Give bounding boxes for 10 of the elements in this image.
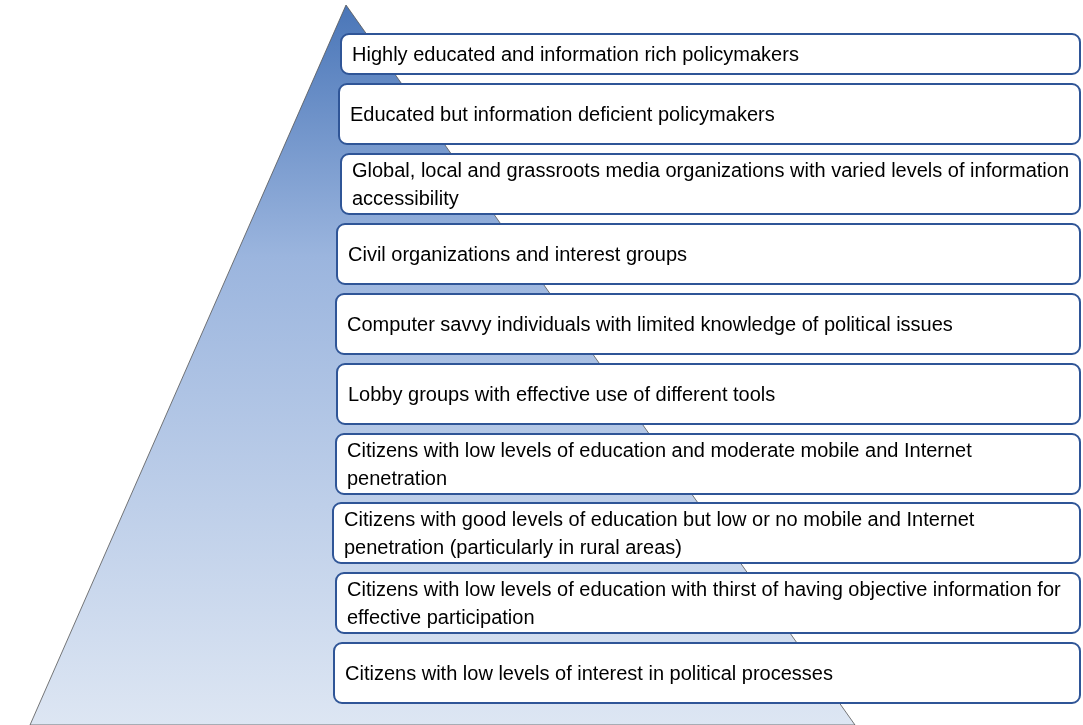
level-box: Educated but information deficient policymakers <box>338 83 1081 145</box>
level-box: Global, local and grassroots media organizations with varied levels of information accessibility <box>340 153 1081 215</box>
level-box: Civil organizations and interest groups <box>336 223 1081 285</box>
level-box: Lobby groups with effective use of different tools <box>336 363 1081 425</box>
level-box: Citizens with low levels of education with thirst of having objective information for effective participation <box>335 572 1081 634</box>
level-box: Citizens with low levels of interest in political processes <box>333 642 1081 704</box>
level-box: Citizens with low levels of education and moderate mobile and Internet penetration <box>335 433 1081 495</box>
level-box: Computer savvy individuals with limited knowledge of political issues <box>335 293 1081 355</box>
level-box: Citizens with good levels of education but low or no mobile and Internet penetration (particularly in rural areas) <box>332 502 1081 564</box>
level-box: Highly educated and information rich policymakers <box>340 33 1081 75</box>
